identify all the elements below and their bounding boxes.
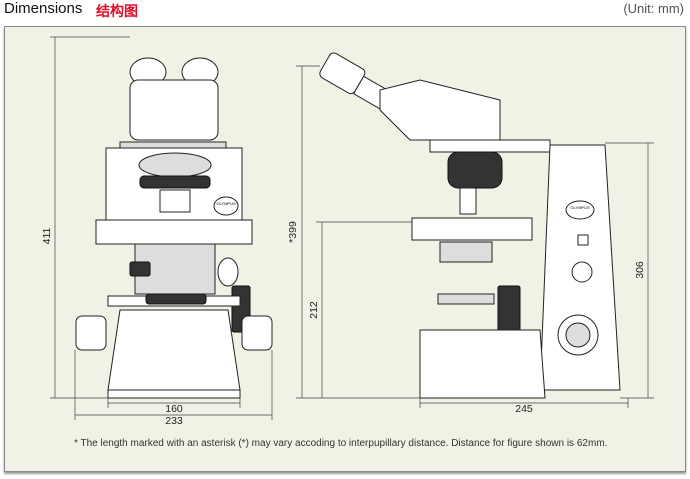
dim-front-height: 411 [41,227,53,244]
front-view-microscope: OLYMPUS [75,57,273,399]
section-title: Dimensions [4,0,83,17]
dim-side-stage-height: 212 [308,301,320,319]
dim-front-total-width: 233 [165,415,183,427]
dim-side-eyepiece-height: *399 [287,221,299,243]
side-logo: OLYMPUS [570,205,590,210]
side-view-microscope: OLYMPUS [319,52,621,399]
footnote: * The length marked with an asterisk (*)… [74,438,608,449]
dim-side-arm-height: 306 [634,261,646,279]
dim-side-depth: 245 [515,403,533,415]
unit-label: (Unit: mm) [623,1,684,16]
front-logo: OLYMPUS [216,201,236,206]
section-title-chinese: 结构图 [96,3,138,19]
front-dimension-lines [50,36,273,420]
side-dimension-lines [296,65,654,408]
dim-front-base-width: 160 [165,403,183,415]
